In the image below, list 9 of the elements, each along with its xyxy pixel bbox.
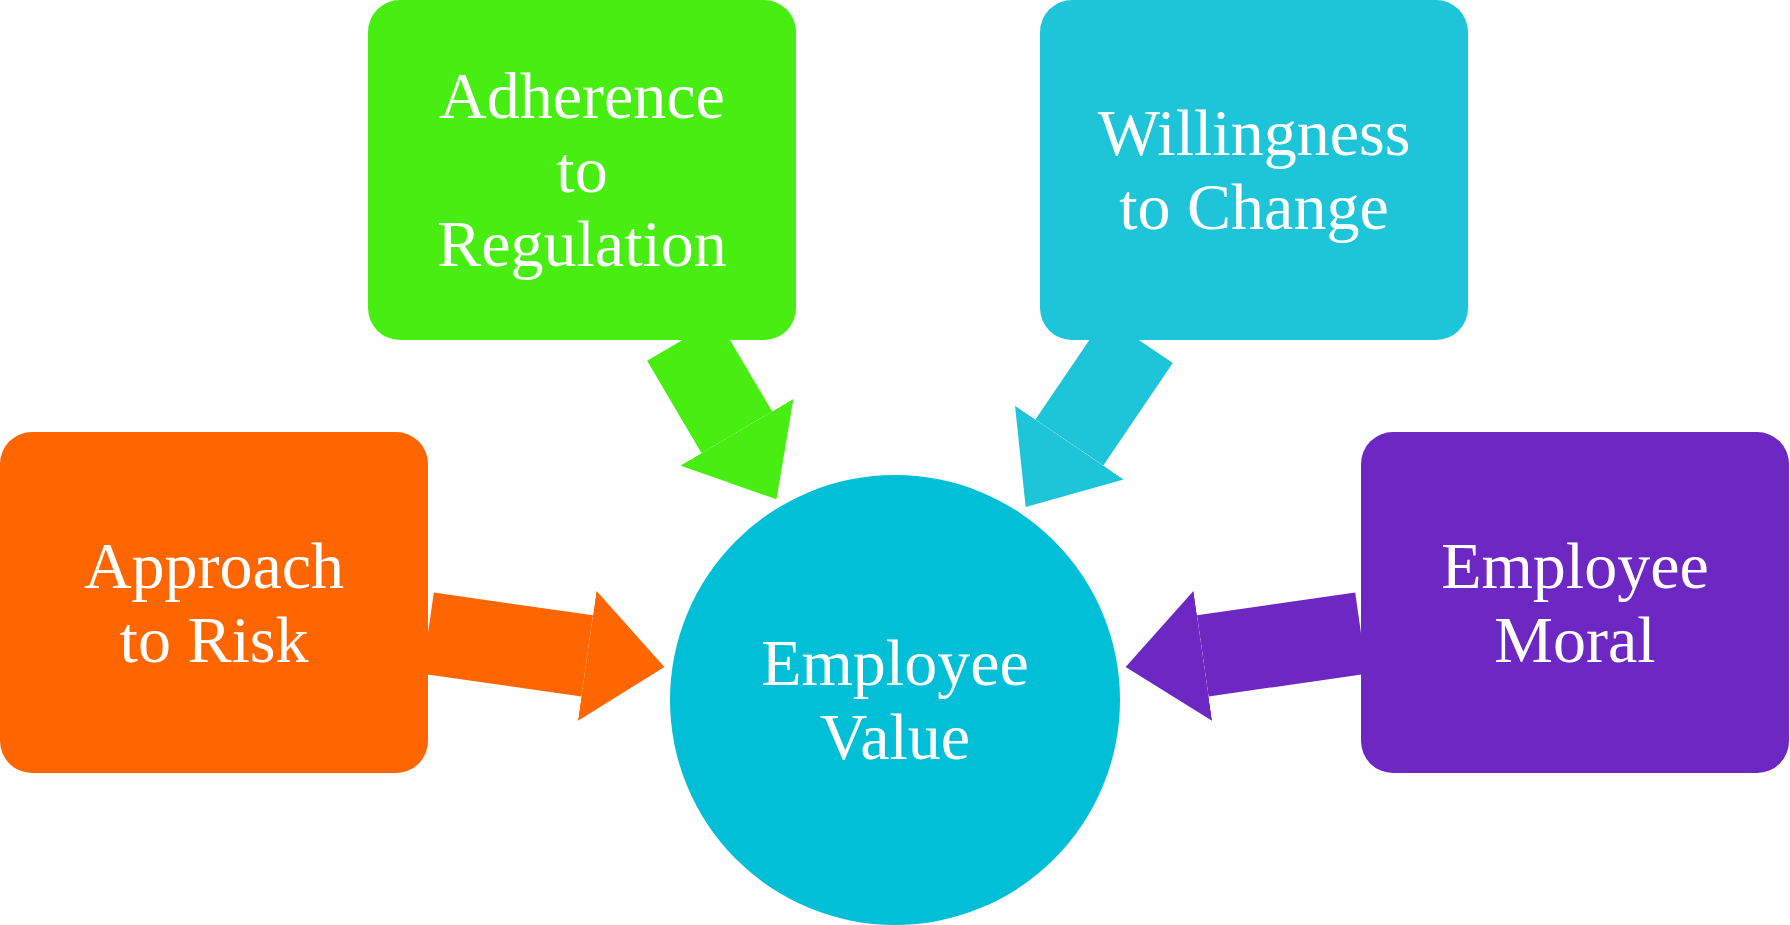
node-label: Employee Moral bbox=[1440, 528, 1710, 677]
process-box bbox=[0, 432, 428, 773]
node-label: Approach to Risk bbox=[82, 528, 346, 677]
process-box bbox=[368, 0, 796, 340]
node-label: Willingness to Change bbox=[1096, 96, 1412, 244]
process-box bbox=[1040, 0, 1468, 340]
node-label: Employee Value bbox=[760, 626, 1030, 774]
process-box bbox=[1361, 432, 1789, 773]
node-label: Adherence to Regulation bbox=[436, 59, 728, 281]
